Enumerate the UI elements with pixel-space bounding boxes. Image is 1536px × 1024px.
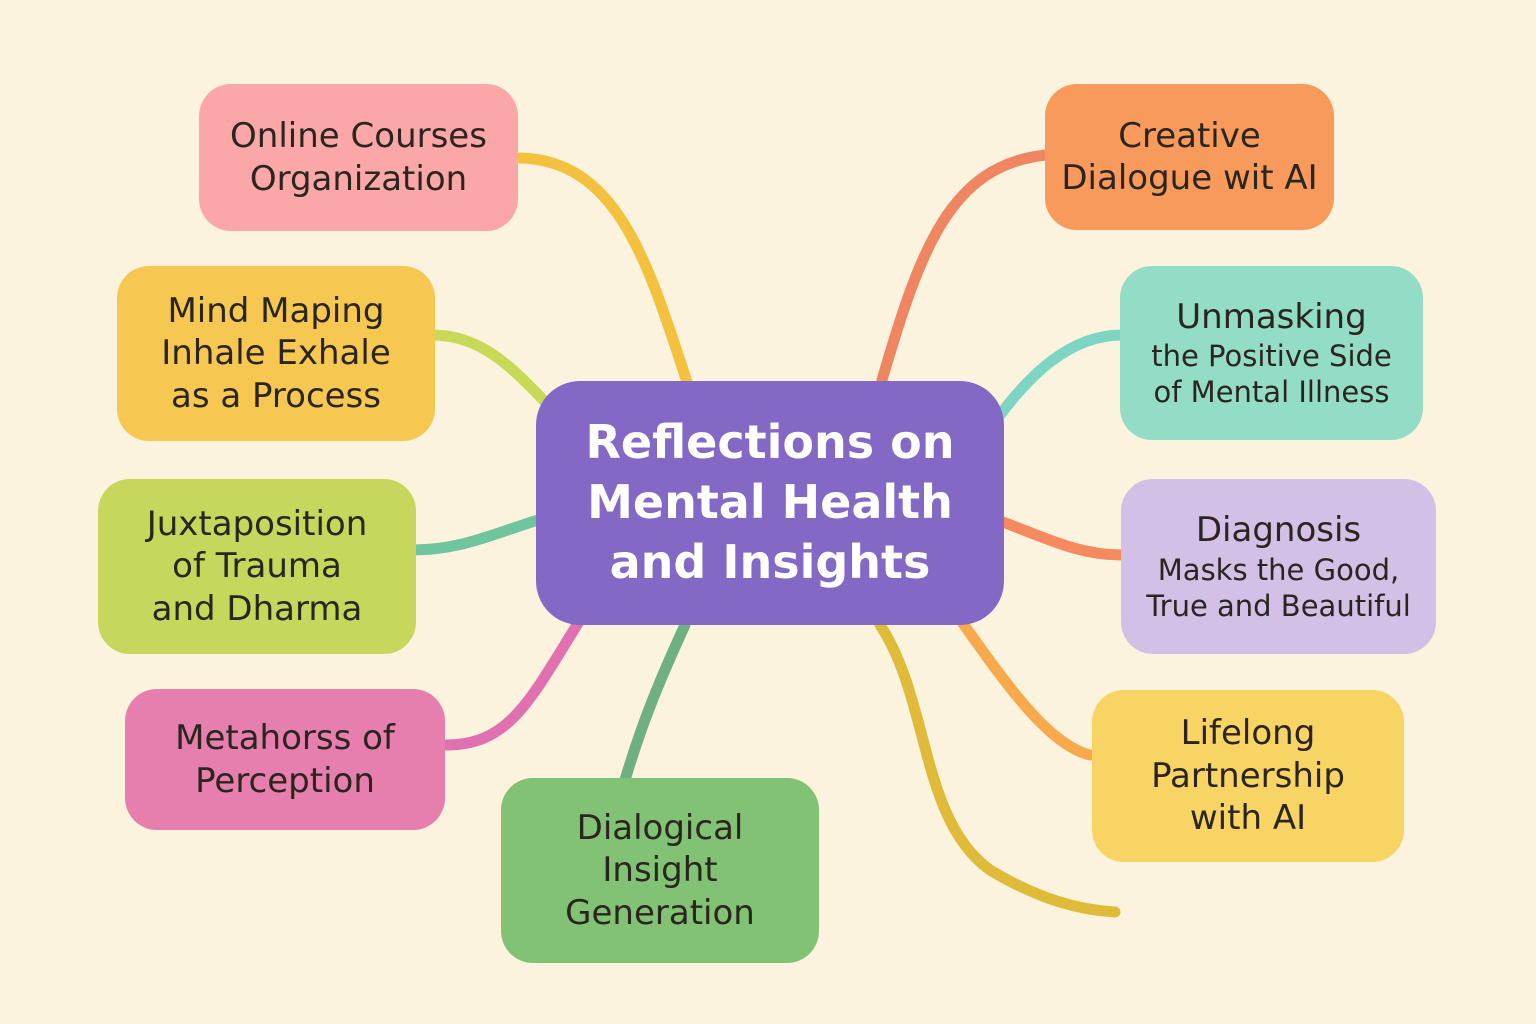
node-diagnosis-line-2: Masks the Good, (1157, 552, 1400, 587)
node-diagnosis-line-1: Diagnosis (1195, 510, 1362, 550)
node-juxtaposition-line-3: and Dharma (151, 588, 363, 629)
connector-juxtaposition (406, 514, 544, 556)
connector-metahorss (440, 614, 586, 751)
connector-unmasking (994, 329, 1128, 421)
node-online-courses: Online Courses Organization (199, 84, 518, 231)
node-metahorss: Metahorss of Perception (125, 689, 445, 830)
connector-online-courses (514, 152, 694, 391)
connector-creative-dialogue (876, 149, 1052, 386)
node-diagnosis-line-3: True and Beautiful (1146, 588, 1411, 623)
node-creative-dialogue-line-2: Dialogue wit AI (1061, 158, 1318, 198)
node-dialogical-line-1: Dialogical (576, 807, 744, 848)
node-unmasking: Unmasking the Positive Side of Mental Il… (1120, 266, 1423, 440)
connector-dialogical (619, 619, 691, 786)
node-creative-dialogue-line-1: Creative (1118, 115, 1261, 156)
node-unmasking-line-3: of Mental Illness (1153, 375, 1390, 410)
node-mind-maping-line-1: Mind Maping (167, 290, 385, 331)
node-unmasking-line-2: the Positive Side (1151, 339, 1392, 373)
node-lifelong-line-2: Partnership (1151, 755, 1345, 796)
node-juxtaposition-line-1: Juxtaposition (146, 503, 368, 544)
central-topic-line-1: Reflections on (585, 415, 955, 470)
node-lifelong-line-3: with AI (1189, 798, 1307, 839)
node-diagnosis: Diagnosis Masks the Good, True and Beaut… (1121, 479, 1436, 654)
node-mind-maping: Mind Maping Inhale Exhale as a Process (117, 266, 435, 441)
node-dialogical-line-3: Generation (565, 892, 755, 933)
connector-free-branch (874, 619, 1121, 918)
connector-mind-maping (426, 329, 554, 411)
central-topic: Reflections on Mental Health and Insight… (536, 381, 1004, 625)
node-lifelong: Lifelong Partnership with AI (1092, 690, 1404, 862)
node-creative-dialogue: Creative Dialogue wit AI (1045, 84, 1334, 230)
node-dialogical: Dialogical Insight Generation (501, 778, 819, 963)
node-juxtaposition-line-2: of Trauma (172, 546, 342, 587)
node-mind-maping-line-2: Inhale Exhale (161, 333, 391, 374)
node-lifelong-line-1: Lifelong (1180, 713, 1316, 754)
connector-diagnosis (997, 516, 1128, 561)
node-online-courses-line-1: Online Courses (230, 116, 487, 156)
central-topic-line-2: Mental Health (587, 475, 953, 530)
connector-lifelong (956, 616, 1096, 761)
node-metahorss-line-1: Metahorss of (175, 718, 395, 758)
node-juxtaposition: Juxtaposition of Trauma and Dharma (98, 479, 416, 654)
node-metahorss-line-2: Perception (195, 760, 375, 801)
node-online-courses-line-2: Organization (249, 158, 468, 199)
central-topic-line-3: and Insights (609, 534, 931, 589)
node-dialogical-line-2: Insight (602, 850, 718, 891)
node-unmasking-line-1: Unmasking (1176, 296, 1367, 337)
node-mind-maping-line-3: as a Process (171, 375, 381, 416)
